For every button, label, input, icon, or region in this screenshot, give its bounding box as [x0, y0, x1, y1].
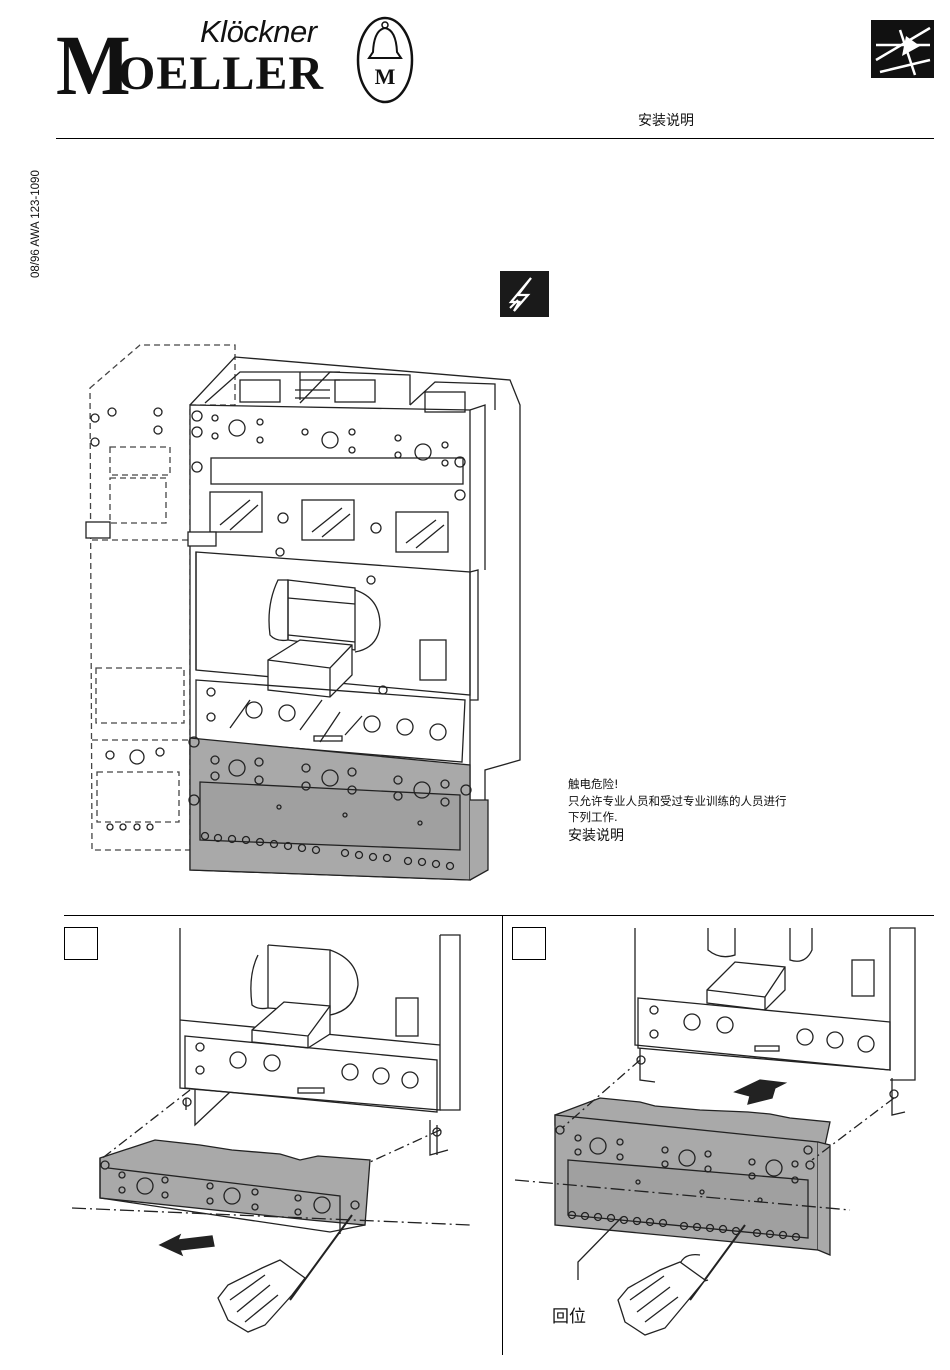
warning-line1: 只允许专业人员和受过专业训练的人员进行 — [568, 793, 787, 810]
step2-illustration — [515, 928, 915, 1335]
warning-line2: 下列工作. — [568, 809, 787, 826]
bell-seal-icon: M — [358, 18, 412, 102]
step2-box — [512, 927, 546, 960]
section-rule — [64, 915, 934, 916]
step1-box — [64, 927, 98, 960]
doc-title: 安装说明 — [638, 110, 694, 130]
doc-code: 08/96 AWA 123-1090 — [30, 148, 46, 278]
lightning-corner-icon — [871, 20, 934, 78]
step1-illustration — [72, 928, 470, 1332]
reset-label: 回位 — [552, 1302, 586, 1327]
section-divider — [502, 915, 503, 1355]
seal-letter: M — [375, 64, 396, 89]
warning-text: 触电危险! 只允许专业人员和受过专业训练的人员进行 下列工作. 安装说明 — [568, 776, 787, 844]
warning-line3: 安装说明 — [568, 828, 787, 845]
warning-heading: 触电危险! — [568, 776, 787, 793]
electric-hazard-icon — [500, 271, 549, 317]
circuit-breaker-illustration — [86, 345, 520, 880]
header-rule — [56, 138, 934, 139]
